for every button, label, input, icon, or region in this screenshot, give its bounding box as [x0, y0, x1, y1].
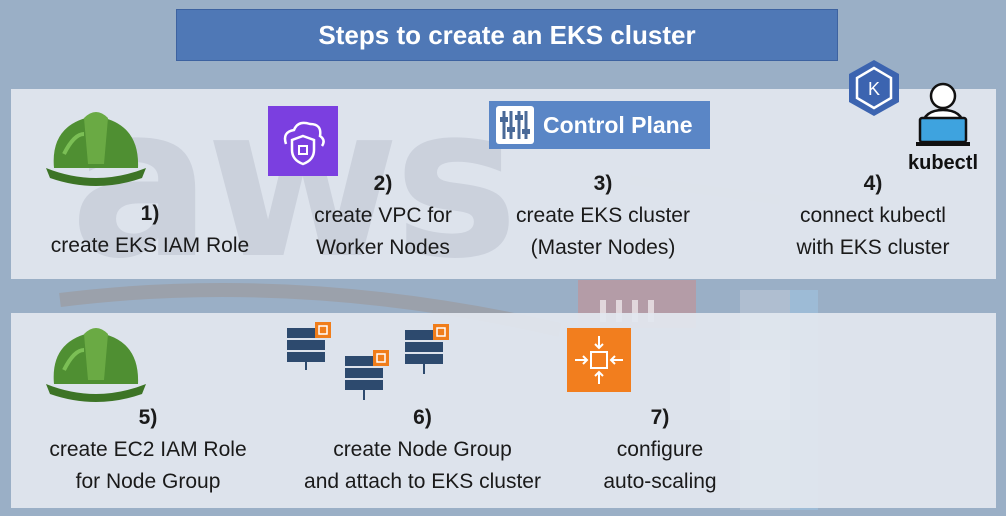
step-2: 2) create VPC for Worker Nodes — [270, 168, 496, 264]
step-text-line-2: auto-scaling — [603, 470, 717, 493]
kubernetes-logo-icon: K — [849, 60, 899, 116]
step-number: 4) — [863, 172, 883, 195]
step-text-line-2: for Node Group — [75, 470, 221, 493]
step-number: 3) — [593, 172, 613, 195]
step-text-line-2: and attach to EKS cluster — [304, 470, 541, 493]
step-text-line-2: Worker Nodes — [316, 236, 450, 259]
step-6: 6) create Node Group and attach to EKS c… — [280, 402, 565, 498]
hard-hat-icon — [46, 112, 146, 186]
kubectl-label: kubectl — [908, 152, 979, 174]
step-number: 6) — [413, 406, 432, 429]
node-group-servers-icon — [287, 322, 449, 400]
hard-hat-icon — [46, 328, 146, 402]
vpc-icon — [268, 106, 338, 176]
step-text-line-1: create EKS cluster — [516, 204, 690, 227]
auto-scaling-icon — [567, 328, 631, 392]
control-plane-label: Control Plane — [543, 111, 693, 138]
control-plane-badge: Control Plane — [489, 101, 710, 149]
steps-row-2 — [11, 313, 996, 508]
step-text-line-2: (Master Nodes) — [530, 236, 676, 259]
step-text-line-1: create EKS IAM Role — [50, 234, 250, 257]
step-number: 2) — [373, 172, 393, 195]
step-1: 1) create EKS IAM Role — [20, 198, 280, 262]
sliders-icon — [496, 106, 534, 144]
server-icon — [405, 324, 449, 374]
step-text-line-1: connect kubectl — [800, 204, 946, 227]
step-5: 5) create EC2 IAM Role for Node Group — [20, 402, 276, 498]
step-4: 4) connect kubectl with EKS cluster — [760, 168, 986, 264]
step-7: 7) configure auto-scaling — [570, 402, 750, 498]
page-title: Steps to create an EKS cluster — [176, 9, 838, 61]
kubernetes-logo-letter: K — [868, 79, 880, 99]
step-text-line-1: create EC2 IAM Role — [49, 438, 247, 461]
step-text-line-1: configure — [616, 438, 704, 461]
step-text-line-1: create Node Group — [333, 438, 512, 461]
step-number: 7) — [650, 406, 670, 429]
server-icon — [287, 322, 331, 370]
user-laptop-icon — [916, 82, 970, 146]
step-text-line-1: create VPC for — [314, 204, 452, 227]
server-icon — [345, 350, 389, 400]
step-3: 3) create EKS cluster (Master Nodes) — [488, 168, 718, 264]
step-text-line-2: with EKS cluster — [796, 236, 950, 259]
step-number: 1) — [140, 202, 160, 225]
step-number: 5) — [138, 406, 158, 429]
